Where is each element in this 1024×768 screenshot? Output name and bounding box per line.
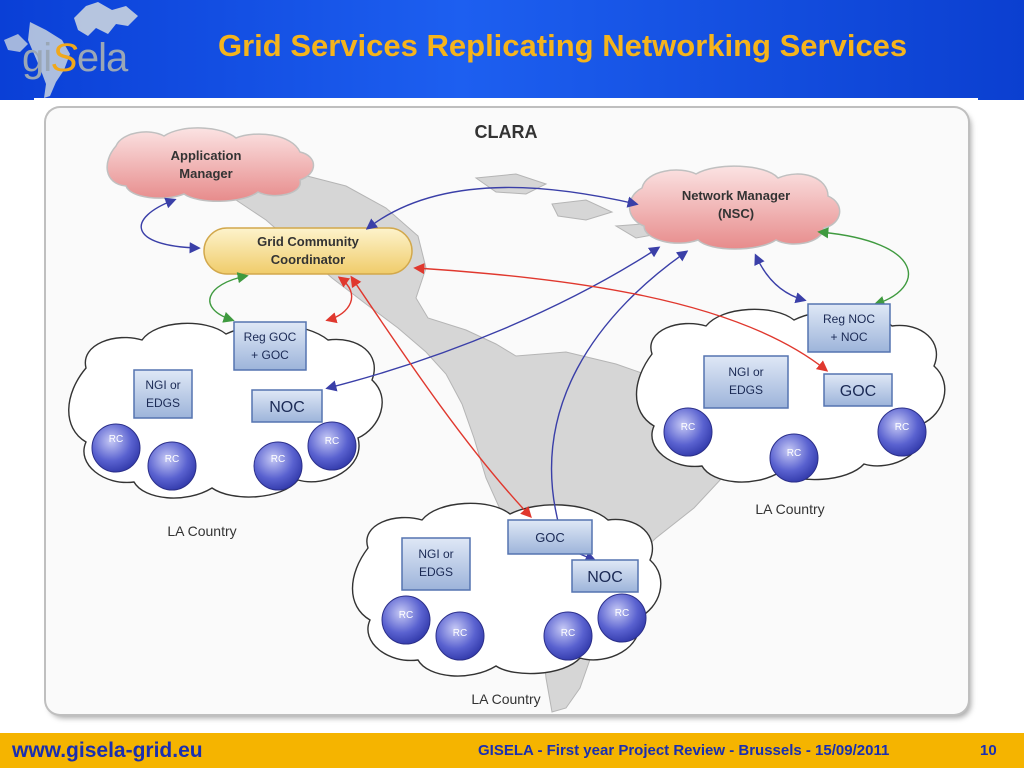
arrow-green-left [209, 272, 249, 323]
app-manager-cloud [106, 127, 315, 202]
right-rc-label-3: RC [895, 422, 909, 433]
arrow-coord-goc-right [413, 262, 829, 372]
app-manager-label-2: Manager [179, 166, 232, 181]
bottom-ngi-label-2: EDGS [419, 565, 453, 579]
header-divider [34, 98, 978, 102]
left-reg-goc-label-2: + GOC [251, 348, 289, 362]
right-rc-1 [663, 407, 713, 457]
bottom-ngi-box [401, 537, 471, 591]
left-ngi-label-1: NGI or [145, 378, 180, 392]
right-rc-label-2: RC [787, 448, 801, 459]
left-reg-goc-label-1: Reg GOC [244, 330, 297, 344]
clara-heading: CLARA [475, 122, 538, 142]
bottom-country-label: LA Country [471, 691, 540, 707]
presentation-info: GISELA - First year Project Review - Bru… [478, 742, 890, 759]
left-rc-2 [147, 441, 197, 491]
left-rc-label-3: RC [271, 454, 285, 465]
right-reg-noc-label-2: + NOC [830, 330, 867, 344]
left-reg-goc-box [233, 321, 307, 371]
left-rc-4 [307, 421, 357, 471]
bottom-rc-label-1: RC [399, 610, 413, 621]
right-ngi-box [703, 355, 789, 409]
arrow-app-coord [140, 197, 201, 254]
bottom-goc-label: GOC [535, 530, 565, 545]
bottom-rc-label-3: RC [561, 628, 575, 639]
network-manager-label-1: Network Manager [682, 188, 790, 203]
bottom-rc-3 [543, 611, 593, 661]
slide-title: Grid Services Replicating Networking Ser… [218, 28, 908, 63]
left-country-label: LA Country [167, 523, 236, 539]
bottom-rc-4 [597, 593, 647, 643]
bottom-rc-label-2: RC [453, 628, 467, 639]
right-country-label: LA Country [755, 501, 824, 517]
network-manager-label-2: (NSC) [718, 206, 754, 221]
bottom-noc-box [571, 559, 639, 593]
bottom-noc-label: NOC [587, 569, 623, 586]
arrow-green-right [817, 227, 910, 307]
header-bar [0, 0, 1024, 100]
left-noc-box [251, 389, 323, 423]
left-ngi-label-2: EDGS [146, 396, 180, 410]
logo-map-icon [4, 2, 138, 98]
left-rc-1 [91, 423, 141, 473]
right-goc-box [823, 373, 893, 407]
right-ngi-label-1: NGI or [728, 365, 763, 379]
grid-coordinator-label-2: Coordinator [271, 252, 345, 267]
network-diagram: CLARA Application Manager Network Manage… [68, 122, 946, 713]
left-noc-label: NOC [269, 399, 305, 416]
bottom-goc-box [507, 519, 593, 555]
grid-coordinator-label-1: Grid Community [257, 234, 360, 249]
page-number: 10 [980, 742, 997, 759]
arrow-coord-network [365, 186, 639, 230]
right-reg-noc-box [807, 303, 891, 353]
logo-wordmark: giSela [22, 36, 128, 80]
app-manager-label-1: Application [171, 148, 242, 163]
left-rc-label-4: RC [325, 436, 339, 447]
right-reg-noc-label-1: Reg NOC [823, 312, 875, 326]
bottom-ngi-label-1: NGI or [418, 547, 453, 561]
right-goc-label: GOC [840, 383, 876, 400]
left-ngi-box [133, 369, 193, 419]
arrow-coord-goc-bottom [350, 275, 532, 519]
bottom-rc-label-4: RC [615, 608, 629, 619]
arrow-network-regnoc [754, 253, 807, 304]
right-rc-3 [877, 407, 927, 457]
gisela-logo: giSela [0, 0, 160, 100]
website-link[interactable]: www.gisela-grid.eu [12, 739, 203, 762]
bottom-rc-2 [435, 611, 485, 661]
diagram-panel: CLARA Application Manager Network Manage… [46, 108, 968, 714]
left-rc-label-2: RC [165, 454, 179, 465]
bottom-rc-1 [381, 595, 431, 645]
left-rc-label-1: RC [109, 434, 123, 445]
arrow-coord-reggoc [325, 276, 353, 324]
right-rc-2 [769, 433, 819, 483]
footer-bar: www.gisela-grid.eu GISELA - First year P… [0, 733, 1024, 768]
left-rc-3 [253, 441, 303, 491]
right-rc-label-1: RC [681, 422, 695, 433]
right-ngi-label-2: EDGS [729, 383, 763, 397]
